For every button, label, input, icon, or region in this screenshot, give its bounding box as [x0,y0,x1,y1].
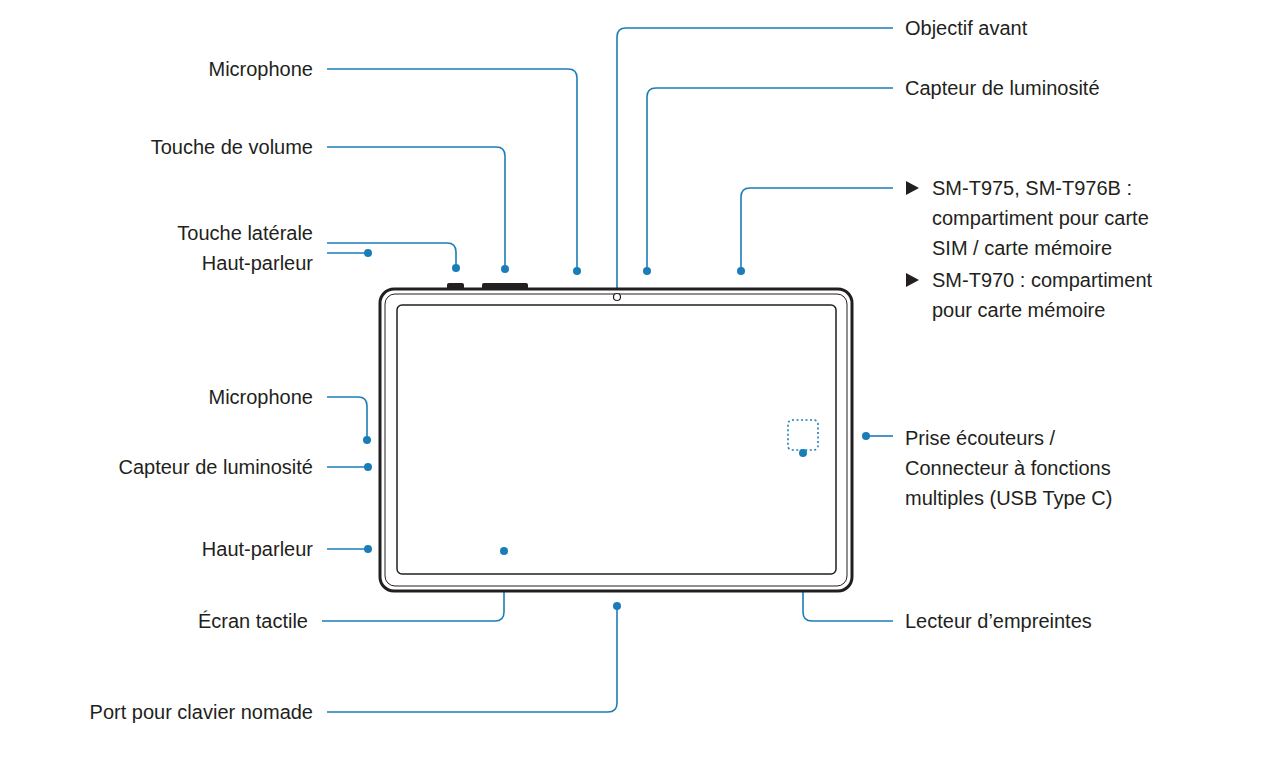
leader-line [327,466,368,468]
leader-line [866,435,893,437]
callout-dot [364,463,372,471]
tablet-housing [380,289,852,591]
part-label: Touche latérale [177,218,313,248]
part-label: Microphone [208,54,313,84]
callout-dot [452,264,460,272]
tablet-bezel [385,294,847,586]
callout-dot [364,249,372,257]
leader-line [327,397,367,440]
part-label: Haut-parleur [202,248,313,278]
front-camera [614,294,621,301]
part-label: Touche de volume [151,132,313,162]
leader-line [647,88,893,271]
callout-dots [363,249,870,610]
part-label: Haut-parleur [202,534,313,564]
part-label: Objectif avant [905,13,1235,43]
callout-dot [500,547,508,555]
part-label: Prise écouteurs / Connecteur à fonctions… [905,423,1153,513]
touch-screen [397,305,836,574]
bullet-triangle [906,273,919,287]
leader-line [327,252,368,254]
leader-line [327,147,505,269]
part-label: Capteur de luminosité [905,73,1235,103]
leader-line [327,548,368,550]
callout-dot [799,449,807,457]
callout-dot [737,267,745,275]
leader-lines [322,28,893,712]
leader-line [617,28,893,292]
leader-line [327,69,577,271]
callout-dot [364,545,372,553]
leader-line [327,243,456,268]
callout-dot [363,436,371,444]
callout-dot [573,267,581,275]
callout-dot [501,265,509,273]
leader-line [741,188,893,271]
callout-dot [643,267,651,275]
bullet-triangle [906,181,919,195]
callout-dot [613,602,621,610]
part-label: Écran tactile [198,606,308,636]
part-label: Capteur de luminosité [118,452,313,482]
part-label: Port pour clavier nomade [90,697,313,727]
leader-line [327,606,617,712]
callout-dot [862,432,870,440]
fingerprint-sensor [788,420,818,450]
part-label: SM-T975, SM-T976B : compartiment pour ca… [932,173,1184,263]
part-label: SM-T970 : compartiment pour carte mémoir… [932,265,1184,325]
part-label: Microphone [208,382,313,412]
part-label: Lecteur d’empreintes [905,606,1235,636]
